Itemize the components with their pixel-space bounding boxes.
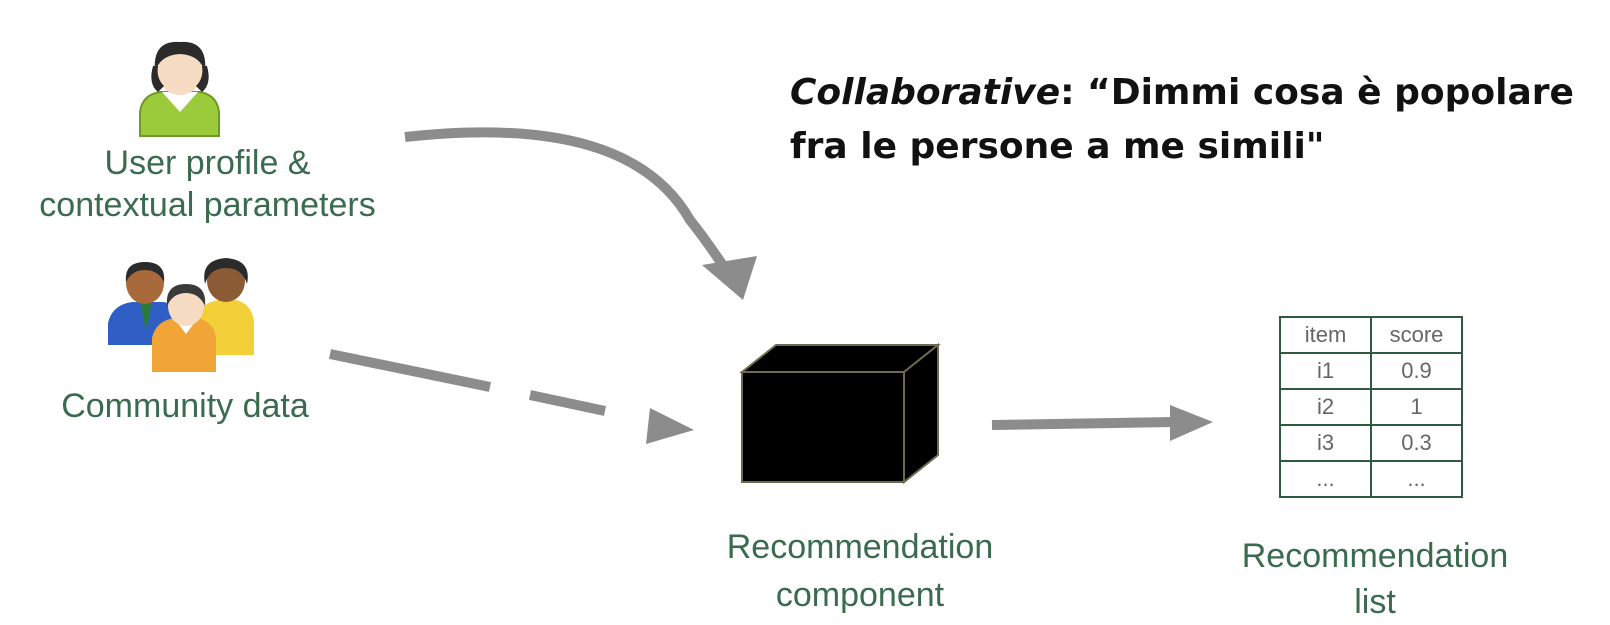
table-header-row: item score	[1279, 316, 1463, 354]
table-header-item: item	[1279, 316, 1372, 354]
output-arrowhead	[1170, 405, 1213, 441]
table-cell-item: i1	[1279, 352, 1372, 390]
table-cell-item: ...	[1279, 460, 1372, 498]
recommendation-component-label: Recommendation component	[690, 523, 1030, 619]
table-cell-item: i2	[1279, 388, 1372, 426]
title-rest-line-1: : “Dimmi cosa è popolare	[1060, 72, 1574, 113]
table-cell-score: 0.9	[1370, 352, 1463, 390]
user-profile-arrowhead	[702, 256, 757, 300]
community-arrowhead	[646, 408, 694, 444]
slide-title: Collaborative: “Dimmi cosa è popolare fr…	[790, 66, 1605, 174]
title-italic-part: Collaborative	[790, 72, 1061, 113]
recommendation-list-table: item score i1 0.9 i2 1 i3 0.3 ... ...	[1279, 316, 1463, 498]
community-data-label: Community data	[61, 387, 309, 425]
component-label-line-2: component	[775, 576, 945, 614]
output-arrow-shaft	[991, 417, 1176, 430]
female-user-icon	[139, 41, 220, 137]
community-arrow-dash-2	[528, 390, 607, 416]
table-cell-score: 0.3	[1370, 424, 1463, 462]
table-cell-score: ...	[1370, 460, 1463, 498]
table-cell-score: 1	[1370, 388, 1463, 426]
user-profile-label-line-2: contextual parameters	[39, 186, 376, 224]
title-line-2: fra le persone a me simili"	[790, 126, 1325, 167]
user-group-icon	[108, 258, 254, 372]
community-arrow-dash-1	[328, 349, 492, 392]
table-header-score: score	[1370, 316, 1463, 354]
component-label-line-1: Recommendation	[726, 528, 994, 566]
table-row: i2 1	[1279, 388, 1463, 426]
table-row: i3 0.3	[1279, 424, 1463, 462]
table-row: ... ...	[1279, 460, 1463, 498]
table-row: i1 0.9	[1279, 352, 1463, 390]
list-label-line-2: list	[1354, 583, 1396, 621]
user-profile-arrow-shaft	[404, 127, 729, 272]
table-cell-item: i3	[1279, 424, 1372, 462]
black-box-icon	[739, 342, 941, 485]
user-profile-label-line-1: User profile &	[104, 144, 311, 182]
title-line-1: Collaborative: “Dimmi cosa è popolare	[790, 66, 1605, 120]
list-label-line-1: Recommendation	[1241, 537, 1509, 575]
recommendation-list-label: Recommendation list	[1205, 533, 1545, 625]
user-profile-label: User profile & contextual parameters	[10, 142, 405, 226]
